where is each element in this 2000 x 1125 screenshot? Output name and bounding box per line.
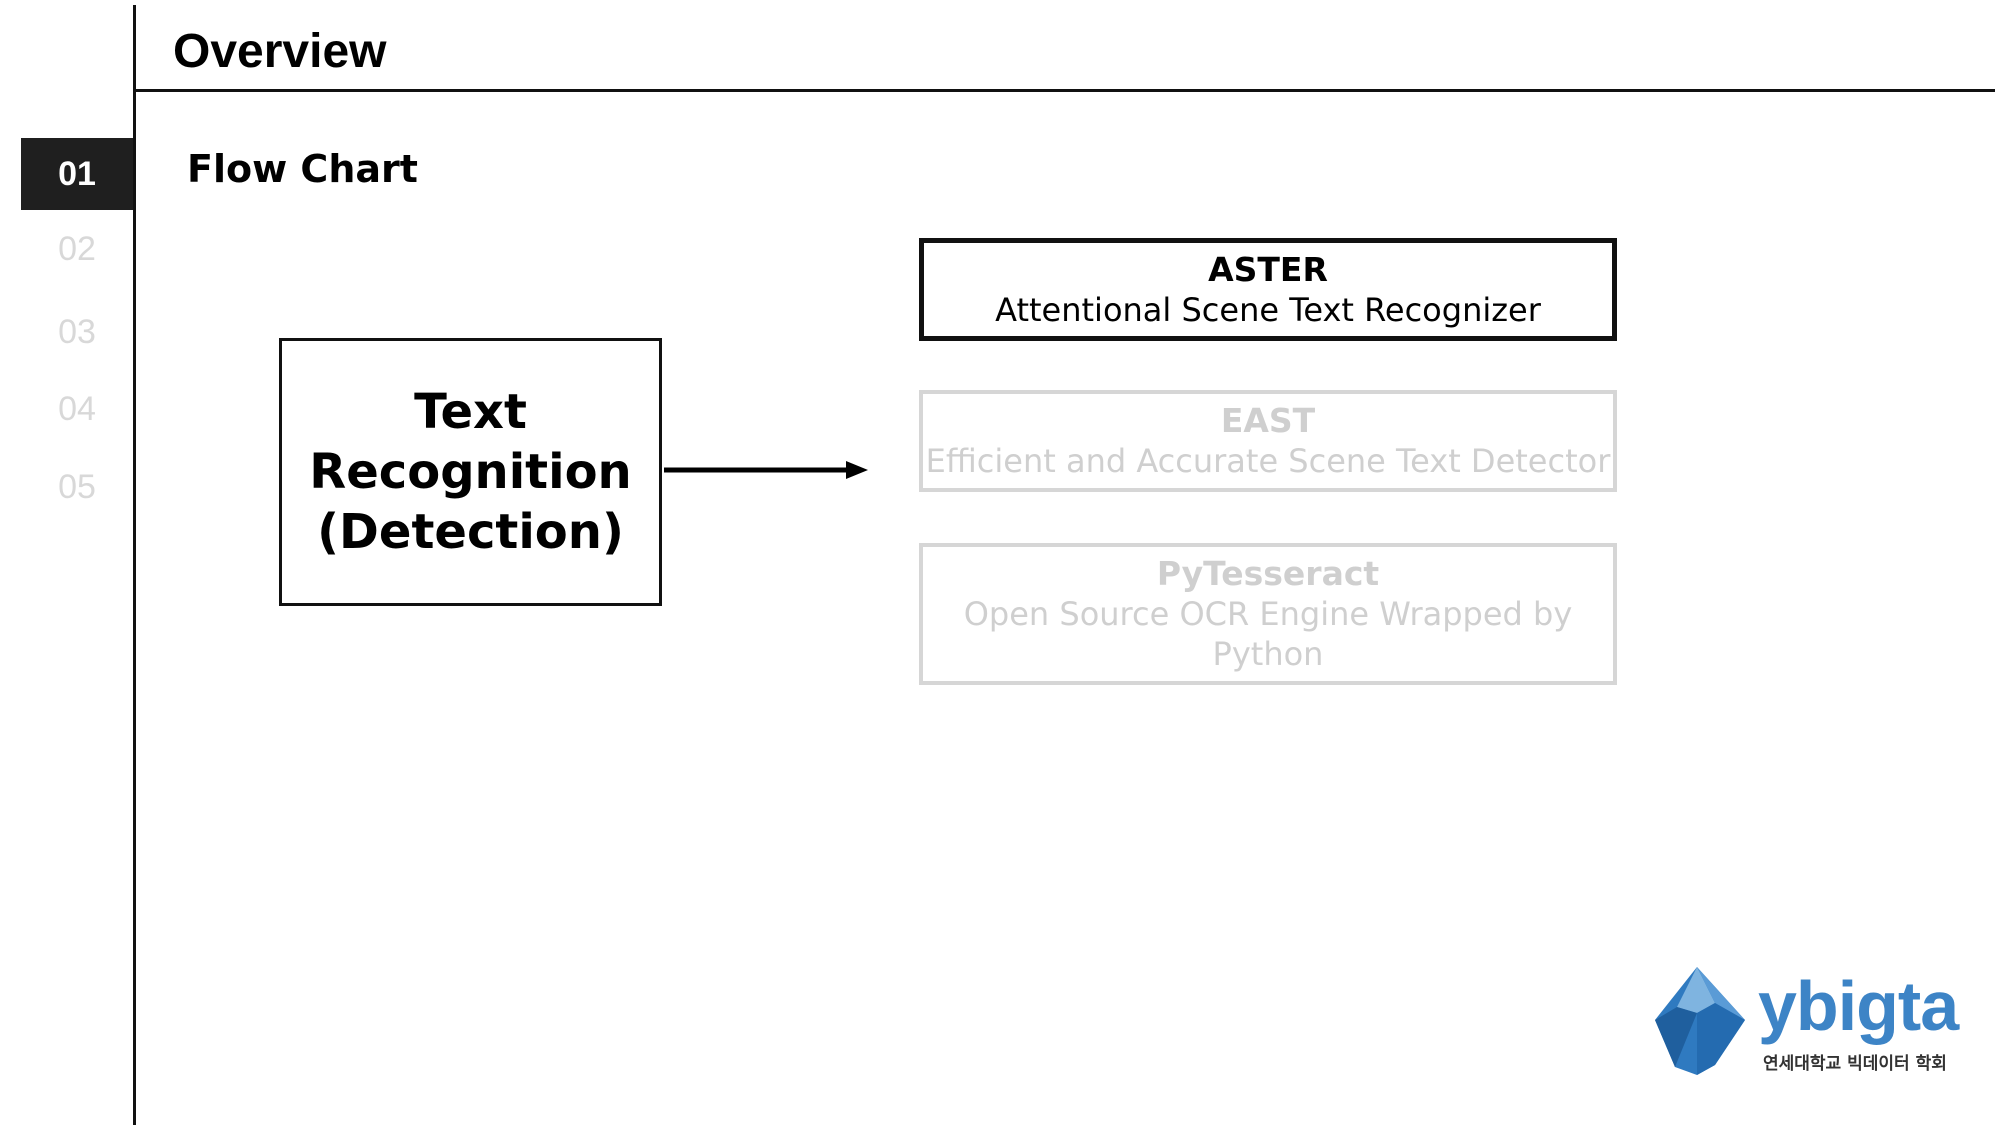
nav-item-label: 02 [58, 229, 96, 268]
iceberg-logo-icon [1655, 967, 1745, 1075]
source-node-label: Text Recognition (Detection) [309, 384, 632, 560]
nav-item-label: 05 [58, 467, 96, 506]
option-title: PyTesseract [1156, 554, 1380, 593]
flow-arrow [664, 461, 868, 479]
option-node-aster: ASTER Attentional Scene Text Recognizer [919, 238, 1617, 341]
option-title: EAST [1220, 401, 1316, 440]
nav-item-02[interactable]: 02 [21, 220, 133, 278]
nav-item-03[interactable]: 03 [21, 303, 133, 361]
header-divider [135, 89, 1995, 92]
option-description: Attentional Scene Text Recognizer [995, 290, 1541, 329]
nav-item-label: 04 [58, 389, 96, 428]
option-title: ASTER [1208, 249, 1328, 289]
option-description: Efficient and Accurate Scene Text Detect… [925, 442, 1611, 480]
source-node: Text Recognition (Detection) [279, 338, 662, 606]
option-node-east: EAST Efficient and Accurate Scene Text D… [919, 390, 1617, 492]
page-title: Overview [173, 25, 387, 78]
nav-item-label: 03 [58, 312, 96, 351]
logo-wordmark: ybigta [1758, 967, 1959, 1045]
nav-item-05[interactable]: 05 [21, 458, 133, 516]
option-description: Open Source OCR Engine Wrapped by Python [963, 595, 1573, 673]
logo-subtitle: 연세대학교 빅데이터 학회 [1763, 1054, 1947, 1074]
nav-item-01[interactable]: 01 [21, 138, 133, 210]
option-node-pytesseract: PyTesseract Open Source OCR Engine Wrapp… [919, 543, 1617, 685]
ybigta-logo: ybigta 연세대학교 빅데이터 학회 [1645, 965, 1959, 1080]
nav-item-04[interactable]: 04 [21, 380, 133, 438]
nav-item-label: 01 [58, 154, 96, 193]
section-title: Flow Chart [187, 147, 418, 191]
sidebar-divider [133, 5, 136, 1125]
